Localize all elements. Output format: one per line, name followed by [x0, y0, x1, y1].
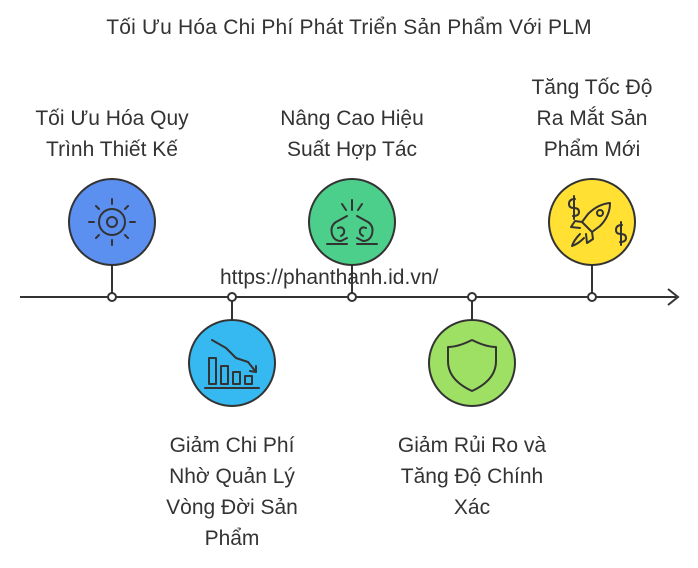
step-2	[188, 292, 276, 407]
step-4-marker	[467, 292, 477, 302]
step-3-marker	[347, 292, 357, 302]
step-2-label-line: Giảm Chi Phí	[169, 434, 295, 457]
step-5-label: Tăng Tốc Độ Ra Mắt Sản Phẩm Mới	[492, 72, 692, 165]
step-3-label-line: Suất Hợp Tác	[286, 138, 418, 161]
step-1-label-line: Tối Ưu Hóa Quy	[35, 107, 189, 130]
step-5-label-line: Phẩm Mới	[543, 138, 641, 161]
step-5-label-line: Tăng Tốc Độ	[531, 76, 653, 99]
step-5	[548, 178, 636, 302]
step-4-label-line: Xác	[453, 496, 491, 519]
declining-bar-chart-icon	[204, 339, 260, 389]
step-5-marker	[587, 292, 597, 302]
step-1-marker	[107, 292, 117, 302]
step-4	[428, 292, 516, 407]
timeline-arrowhead	[667, 288, 680, 306]
step-1-label: Tối Ưu Hóa Quy Trình Thiết Kế	[12, 103, 212, 165]
step-1-circle	[68, 178, 156, 266]
diagram-title: Tối Ưu Hóa Chi Phí Phát Triển Sản Phẩm V…	[106, 16, 592, 39]
step-4-circle	[428, 319, 516, 407]
step-2-label-line: Phẩm	[204, 527, 260, 550]
sun-gear-icon	[88, 198, 136, 246]
step-1	[68, 178, 156, 302]
step-3-label: Nâng Cao Hiệu Suất Hợp Tác	[252, 103, 452, 165]
step-3-circle	[308, 178, 396, 266]
step-2-circle	[188, 319, 276, 407]
step-1-label-line: Trình Thiết Kế	[46, 138, 178, 161]
step-5-circle	[548, 178, 636, 266]
step-2-label-line: Vòng Đời Sản	[166, 496, 298, 519]
step-4-label: Giảm Rủi Ro và Tăng Độ Chính Xác	[372, 430, 572, 523]
step-2-label-line: Nhờ Quản Lý	[169, 465, 295, 488]
step-3-label-line: Nâng Cao Hiệu	[280, 107, 424, 130]
watermark-url: https://phanthanh.id.vn/	[220, 266, 439, 289]
step-3	[308, 178, 396, 302]
step-2-marker	[227, 292, 237, 302]
collaboration-hands-icon	[326, 199, 378, 245]
rocket-money-icon	[568, 195, 627, 247]
step-5-label-line: Ra Mắt Sản	[536, 107, 648, 130]
step-4-label-line: Tăng Độ Chính	[400, 465, 544, 488]
step-2-label: Giảm Chi Phí Nhờ Quản Lý Vòng Đời Sản Ph…	[132, 430, 332, 554]
shield-icon	[447, 339, 497, 392]
step-4-label-line: Giảm Rủi Ro và	[397, 434, 547, 457]
